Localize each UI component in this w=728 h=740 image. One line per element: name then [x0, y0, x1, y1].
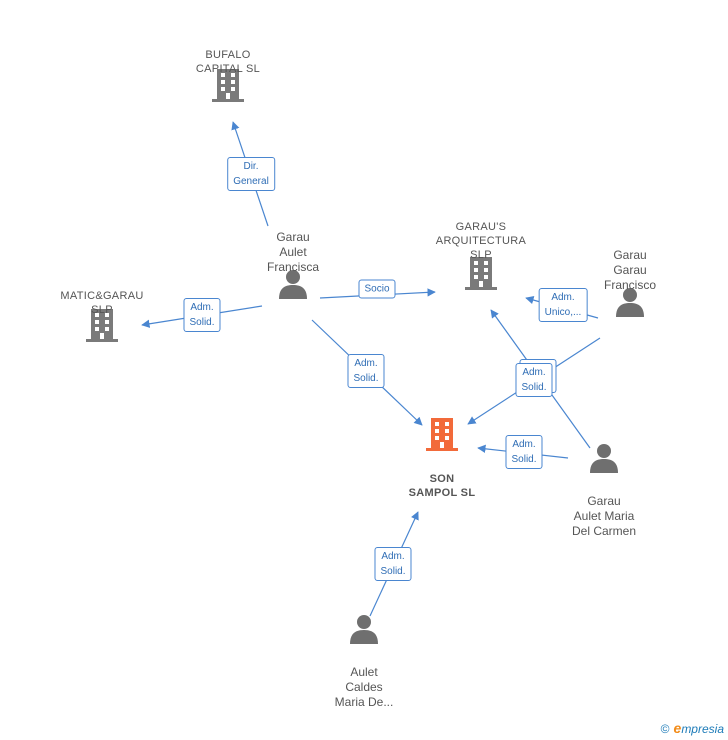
person-icon-aulet[interactable]	[350, 615, 378, 644]
edge-label-francisca-bufalo[interactable]: Dir. General	[227, 157, 275, 191]
copyright-icon: ©	[660, 722, 670, 736]
edge-label-aulet-son[interactable]: Adm. Solid.	[374, 547, 412, 581]
brand-initial: e	[673, 720, 682, 736]
edge-label-carmen-son[interactable]: Adm. Solid.	[505, 435, 543, 469]
node-label-garaus[interactable]: GARAU'S ARQUITECTURA SLP	[435, 221, 527, 261]
edge-label-francisca-son[interactable]: Adm. Solid.	[347, 354, 385, 388]
footer-brand[interactable]: ©empresia	[661, 720, 724, 736]
node-label-son[interactable]: SON SAMPOL SL	[408, 473, 476, 499]
node-label-aulet[interactable]: Aulet Caldes Maria De...	[334, 665, 394, 709]
edge-label-francisco-garaus[interactable]: Adm. Unico,...	[538, 288, 588, 322]
node-label-francisco[interactable]: Garau Garau Francisco	[603, 248, 657, 292]
edge-label-francisca-garaus[interactable]: Socio	[358, 279, 396, 299]
building-icon-son[interactable]	[426, 418, 458, 451]
edge-label-francisco-son[interactable]: Adm. Solid.	[515, 363, 553, 397]
edge-label-francisca-matic[interactable]: Adm. Solid.	[183, 298, 221, 332]
node-label-matic[interactable]: MATIC&GARAU SLP	[60, 290, 144, 316]
node-label-carmen[interactable]: Garau Aulet Maria Del Carmen	[571, 494, 637, 538]
brand-name: mpresia	[681, 722, 724, 736]
person-icon-carmen[interactable]	[590, 444, 618, 473]
node-label-francisca[interactable]: Garau Aulet Francisca	[266, 230, 320, 274]
node-label-bufalo[interactable]: BUFALO CAPITAL SL	[195, 49, 261, 75]
